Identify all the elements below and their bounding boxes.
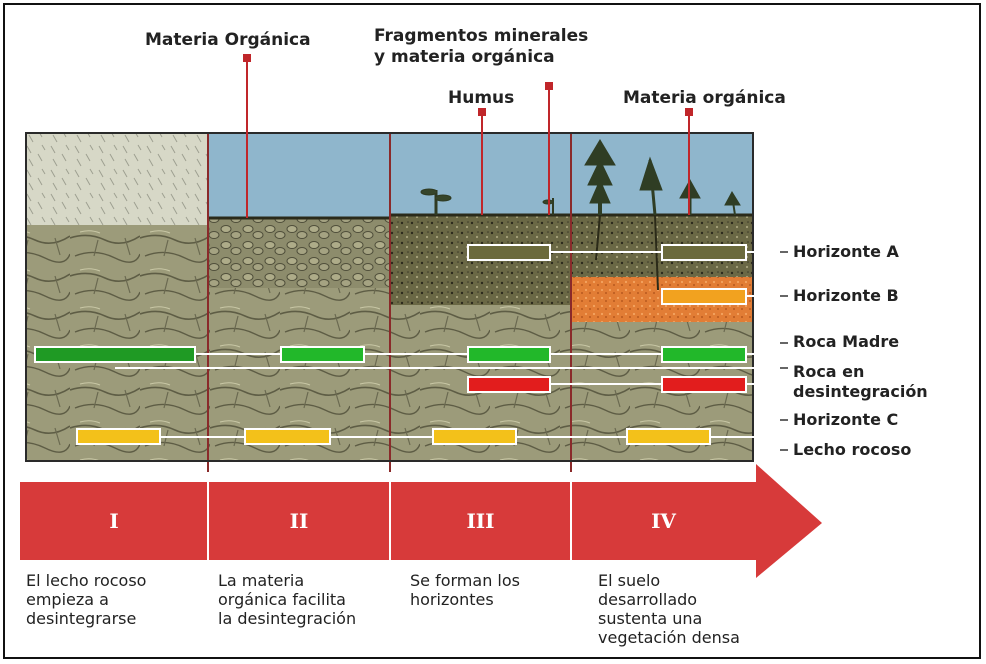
label-horizonte-a: Horizonte A xyxy=(793,242,899,261)
marker-roca-madre-4 xyxy=(661,346,747,363)
marker-horizonte-b-4 xyxy=(661,288,747,305)
stage-numeral-2: II xyxy=(289,509,309,533)
label-roca-madre: Roca Madre xyxy=(793,332,900,351)
stage-caption-3: Se forman los horizontes xyxy=(410,571,520,609)
marker-horizonte-a-4 xyxy=(661,244,747,261)
marker-lecho-rocoso-3 xyxy=(432,428,517,445)
label-lecho-rocoso: Lecho rocoso xyxy=(793,440,912,459)
rain-panel-1 xyxy=(26,133,208,225)
label-roca-en-desintegracion: Roca en desintegración xyxy=(793,362,928,401)
marker-lecho-rocoso-1 xyxy=(76,428,161,445)
sky-panel-2 xyxy=(208,133,390,218)
rubble-panel-2 xyxy=(208,218,390,288)
marker-roca-madre-2 xyxy=(280,346,365,363)
marker-roca-desintegracion-3 xyxy=(467,376,551,393)
connector-lines xyxy=(115,251,780,451)
stage-numeral-3: III xyxy=(466,509,495,533)
stage-dividers xyxy=(207,133,572,472)
timeline-arrow xyxy=(20,464,822,578)
diagram-frame xyxy=(3,3,981,659)
marker-roca-madre-1 xyxy=(34,346,196,363)
tree-icon xyxy=(584,139,741,216)
stage-numeral-1: I xyxy=(109,509,119,533)
marker-roca-madre-3 xyxy=(467,346,551,363)
marker-lecho-rocoso-4 xyxy=(626,428,711,445)
label-materia-organica-2: Materia orgánica xyxy=(623,88,786,108)
label-fragmentos-minerales: Fragmentos minerales y materia orgánica xyxy=(374,26,589,67)
stage-caption-1: El lecho rocoso empieza a desintegrarse xyxy=(26,571,147,628)
marker-roca-desintegracion-4 xyxy=(661,376,747,393)
rock-panel-1 xyxy=(26,225,208,461)
label-materia-organica: Materia Orgánica xyxy=(145,30,311,50)
sky-panel-3 xyxy=(390,133,571,215)
marker-horizonte-a-3 xyxy=(467,244,551,261)
label-humus: Humus xyxy=(448,88,515,108)
top-pointers xyxy=(243,54,693,218)
marker-lecho-rocoso-2 xyxy=(244,428,331,445)
stage-caption-4: El suelo desarrollado sustenta una veget… xyxy=(598,571,740,647)
stage-numeral-4: IV xyxy=(651,509,676,533)
stage-caption-2: La materia orgánica facilita la desinteg… xyxy=(218,571,357,628)
label-horizonte-c: Horizonte C xyxy=(793,410,899,429)
label-horizonte-b: Horizonte B xyxy=(793,286,899,305)
